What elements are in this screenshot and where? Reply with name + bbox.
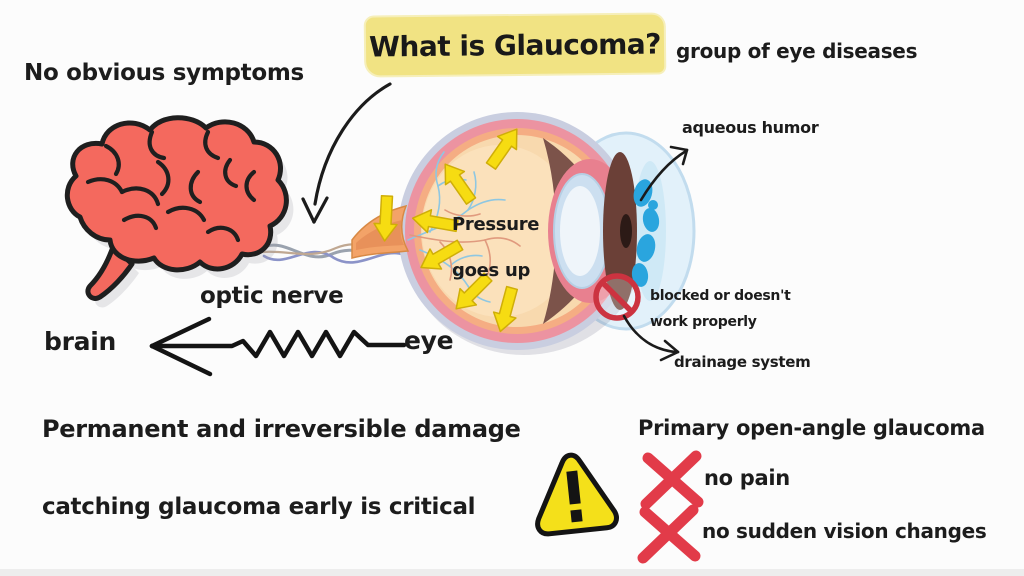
brain-label: brain (44, 327, 116, 356)
blocked-label: blocked or doesn't work properly (650, 288, 791, 330)
brain-illustration (64, 115, 294, 308)
no-pain-label: no pain (704, 466, 790, 490)
aqueous-humor-label: aqueous humor (682, 118, 819, 137)
page-title: What is Glaucoma? (368, 26, 662, 64)
group-of-eye-diseases-label: group of eye diseases (676, 39, 918, 63)
warning-triangle-icon (535, 452, 619, 537)
poag-heading: Primary open-angle glaucoma (638, 416, 985, 440)
aqueous-humor-droplets (631, 179, 660, 287)
permanent-damage-label: Permanent and irreversible damage (42, 415, 521, 443)
no-entry-icon (593, 273, 641, 321)
optic-nerve-label: optic nerve (200, 283, 344, 309)
title-highlight: What is Glaucoma? (365, 14, 665, 76)
x-icon-no-pain (640, 450, 704, 510)
no-sudden-vision-label: no sudden vision changes (702, 519, 987, 543)
pressure-goes-up-label: Pressure goes up (452, 214, 540, 281)
aqueous-humor-arrow-icon (639, 145, 689, 202)
catching-early-label: catching glaucoma early is critical (42, 494, 476, 520)
eye-illustration (351, 112, 696, 355)
no-obvious-symptoms-label: No obvious symptoms (24, 60, 304, 86)
title-pointer-arrow-icon (301, 82, 392, 224)
x-icon-no-sudden-vision (637, 504, 701, 564)
bottom-edge (0, 569, 1024, 576)
eye-label: eye (404, 326, 454, 355)
drainage-system-arrow-icon (622, 314, 680, 362)
eye-to-brain-arrow-icon (149, 316, 407, 377)
drainage-system-label: drainage system (674, 353, 811, 371)
